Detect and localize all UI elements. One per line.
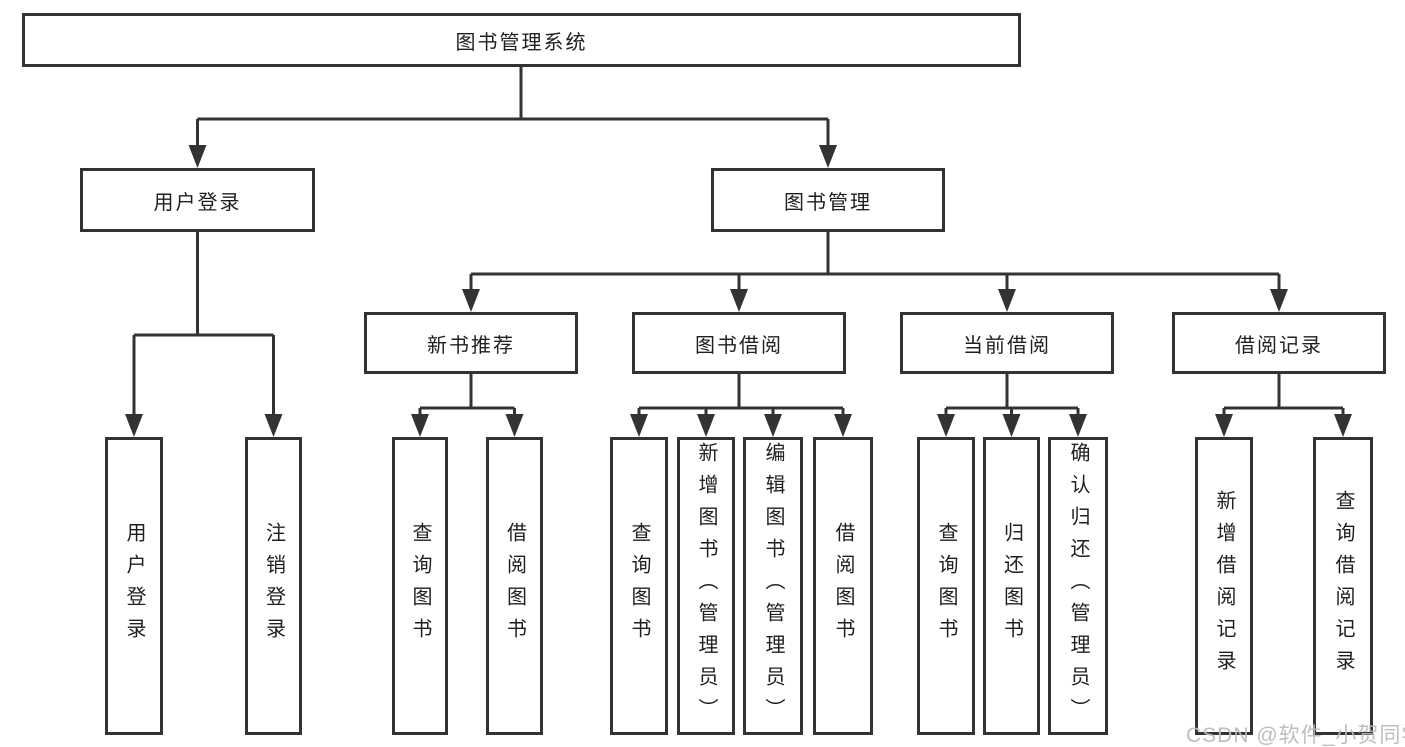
- arrowhead-down-icon: [1334, 414, 1352, 437]
- node-label: 借阅记录: [1235, 334, 1323, 357]
- node-label: 图书管理系统: [455, 31, 588, 54]
- arrowhead-down-icon: [1069, 414, 1087, 437]
- node-user-login: 用户登录: [80, 168, 315, 232]
- node-label: 用户登录: [123, 522, 145, 650]
- node-label: 查询图书: [935, 522, 957, 650]
- arrowhead-down-icon: [505, 414, 524, 437]
- node-label: 图书借阅: [695, 334, 783, 357]
- leaf-borrow-query-books: 查询图书: [610, 437, 668, 735]
- node-new-book-recommend: 新书推荐: [364, 312, 578, 374]
- arrowhead-down-icon: [630, 414, 648, 437]
- arrowhead-down-icon: [188, 145, 207, 168]
- node-current-borrow: 当前借阅: [900, 312, 1114, 374]
- node-label: 查询借阅记录: [1332, 490, 1354, 682]
- leaf-records-add-record: 新增借阅记录: [1195, 437, 1253, 735]
- connector-records-to-leaves: [1222, 373, 1345, 416]
- arrowhead-down-icon: [1215, 414, 1233, 437]
- node-label: 图书管理: [784, 191, 872, 214]
- leaf-borrow-borrow-books: 借阅图书: [813, 437, 873, 735]
- arrowhead-down-icon: [834, 414, 852, 437]
- leaf-records-query-record: 查询借阅记录: [1313, 437, 1373, 735]
- leaf-logout: 注销登录: [245, 437, 302, 735]
- node-label: 新增图书（管理员）: [695, 442, 717, 730]
- leaf-user-login: 用户登录: [105, 437, 163, 735]
- node-book-borrow: 图书借阅: [632, 312, 846, 374]
- arrowhead-down-icon: [125, 414, 143, 437]
- csdn-watermark: CSDN @软件_小贺同学: [1186, 724, 1405, 747]
- leaf-current-return-books: 归还图书: [983, 437, 1040, 735]
- connector-login-to-leaves: [132, 232, 275, 416]
- node-label: 新增借阅记录: [1213, 490, 1235, 682]
- node-label: 注销登录: [262, 522, 285, 650]
- node-label: 查询图书: [628, 522, 650, 650]
- node-label: 借阅图书: [832, 522, 854, 650]
- node-label: 用户登录: [153, 191, 242, 214]
- arrowhead-down-icon: [998, 289, 1016, 312]
- arrowhead-down-icon: [764, 414, 782, 437]
- node-label: 归还图书: [1000, 522, 1023, 650]
- arrowhead-down-icon: [462, 289, 480, 312]
- node-root-system: 图书管理系统: [22, 13, 1021, 67]
- leaf-borrow-edit-books-admin: 编辑图书（管理员）: [743, 437, 803, 735]
- connector-current-to-leaves: [944, 373, 1080, 416]
- node-borrow-records: 借阅记录: [1172, 312, 1386, 374]
- arrowhead-down-icon: [730, 289, 748, 312]
- node-label: 编辑图书（管理员）: [762, 442, 784, 730]
- arrowhead-down-icon: [819, 145, 837, 168]
- leaf-newbook-query-books: 查询图书: [392, 437, 448, 735]
- leaf-current-query-books: 查询图书: [917, 437, 975, 735]
- node-label: 确认归还（管理员）: [1067, 442, 1089, 730]
- arrowhead-down-icon: [697, 414, 715, 437]
- connector-mgmt-to-level3: [469, 232, 1281, 291]
- connector-borrow-to-leaves: [637, 373, 845, 416]
- node-label: 当前借阅: [963, 334, 1051, 357]
- connector-newbook-to-leaves: [418, 373, 516, 416]
- arrowhead-down-icon: [264, 414, 283, 437]
- node-label: 借阅图书: [503, 522, 526, 650]
- leaf-newbook-borrow-books: 借阅图书: [486, 437, 543, 735]
- arrowhead-down-icon: [937, 414, 955, 437]
- node-label: 新书推荐: [427, 334, 515, 357]
- leaf-borrow-add-books-admin: 新增图书（管理员）: [677, 437, 735, 735]
- connector-root-to-level2: [196, 67, 830, 146]
- node-book-management: 图书管理: [711, 168, 945, 232]
- node-label: 查询图书: [409, 522, 431, 650]
- leaf-current-confirm-return-admin: 确认归还（管理员）: [1048, 437, 1108, 735]
- arrowhead-down-icon: [1002, 414, 1021, 437]
- arrowhead-down-icon: [411, 414, 429, 437]
- arrowhead-down-icon: [1270, 289, 1288, 312]
